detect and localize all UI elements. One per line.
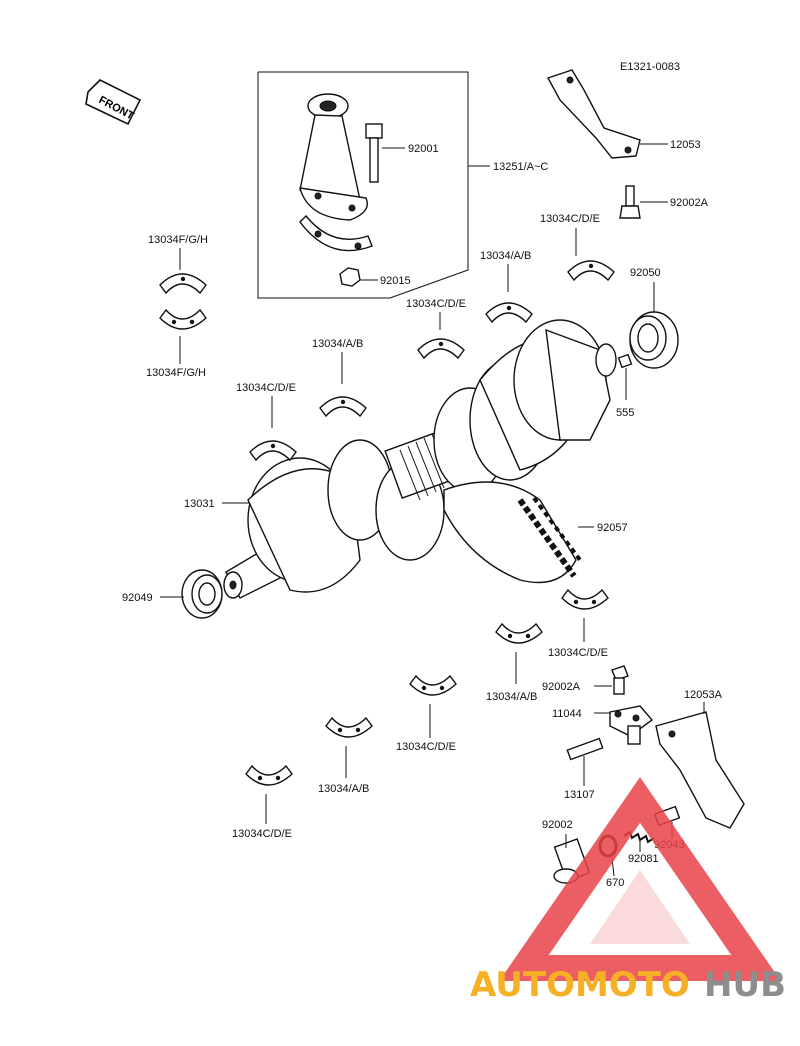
bearing-fgh-top-icon [159, 273, 207, 294]
label-bearing-fgh-top: 13034F/G/H [148, 234, 208, 246]
oil-seal-left-icon [181, 569, 223, 619]
bracket-icon [546, 69, 641, 159]
oil-seal-right-icon [629, 311, 679, 369]
label-conrod-bolt: 92001 [408, 143, 439, 155]
label-guide: 12053A [684, 689, 723, 701]
label-crankshaft: 13031 [184, 498, 215, 510]
label-seal-left: 92049 [122, 592, 153, 604]
label-guide-shaft: 11044 [552, 708, 582, 720]
conrod-bolt-icon [365, 123, 383, 183]
bearing-cde-4-icon [561, 589, 609, 610]
label-oring: 670 [606, 877, 624, 889]
guide-shaft-icon [609, 705, 654, 745]
label-bearing-cde-5: 13034C/D/E [396, 741, 456, 753]
guide-bolt-icon [611, 665, 629, 695]
bearing-ab-3-icon [495, 623, 543, 644]
pin-icon [617, 353, 633, 369]
label-bearing-cde-1: 13034C/D/E [540, 213, 600, 225]
bearing-fgh-bottom-icon [159, 309, 207, 330]
label-bearing-ab-2: 13034/A/B [312, 338, 363, 350]
conrod-nut-icon [339, 267, 361, 287]
label-bracket-bolt: 92002A [670, 197, 709, 209]
label-plug: 92002 [542, 819, 573, 831]
bracket-bolt-icon [619, 185, 641, 219]
label-bearing-cde-4: 13034C/D/E [548, 647, 608, 659]
automotohub-logo: AUTOMOTO HUB [470, 777, 786, 1005]
label-guide-bolt: 92002A [542, 681, 581, 693]
label-bracket: 12053 [670, 139, 701, 151]
bearing-ab-1-icon [485, 302, 533, 323]
label-conrod-nut: 92015 [380, 275, 411, 287]
label-bearing-ab-3: 13034/A/B [486, 691, 537, 703]
bearing-cde-6-icon [245, 765, 293, 786]
bearing-cde-2-icon [417, 338, 465, 359]
conrod-assembly-group: 13251/A~C 92001 92015 [257, 71, 548, 299]
label-bearing-fgh-bottom: 13034F/G/H [146, 367, 206, 379]
diagram-code: E1321-0083 [620, 61, 680, 73]
label-bearing-cde-2: 13034C/D/E [406, 298, 466, 310]
bearing-cde-3-icon [249, 440, 297, 461]
label-bearing-ab-1: 13034/A/B [480, 250, 531, 262]
crankshaft-icon [223, 319, 617, 599]
bearing-cde-1-icon [567, 260, 615, 281]
label-seal-right: 92050 [630, 267, 661, 279]
conrod-icon [299, 93, 368, 221]
conrod-cap-icon [299, 214, 373, 252]
label-spring: 92081 [628, 853, 659, 865]
label-bearing-cde-3: 13034C/D/E [236, 382, 296, 394]
bearing-ab-2-icon [319, 396, 367, 417]
bearing-cde-5-icon [409, 675, 457, 696]
bearing-ab-4-icon [325, 717, 373, 738]
chain-icon [443, 481, 582, 584]
front-arrow-icon: FRONT [85, 79, 142, 126]
watermark-part2: HUB [704, 965, 786, 1005]
pin-13107-icon [566, 737, 604, 761]
label-chain: 92057 [597, 522, 628, 534]
label-bearing-cde-6: 13034C/D/E [232, 828, 292, 840]
watermark-part1: AUTOMOTO [470, 965, 690, 1005]
label-bearing-ab-4: 13034/A/B [318, 783, 369, 795]
label-conrod-assy: 13251/A~C [493, 161, 548, 173]
label-pin: 555 [616, 407, 634, 419]
guide-icon [655, 711, 745, 829]
label-pin-13107: 13107 [564, 789, 595, 801]
